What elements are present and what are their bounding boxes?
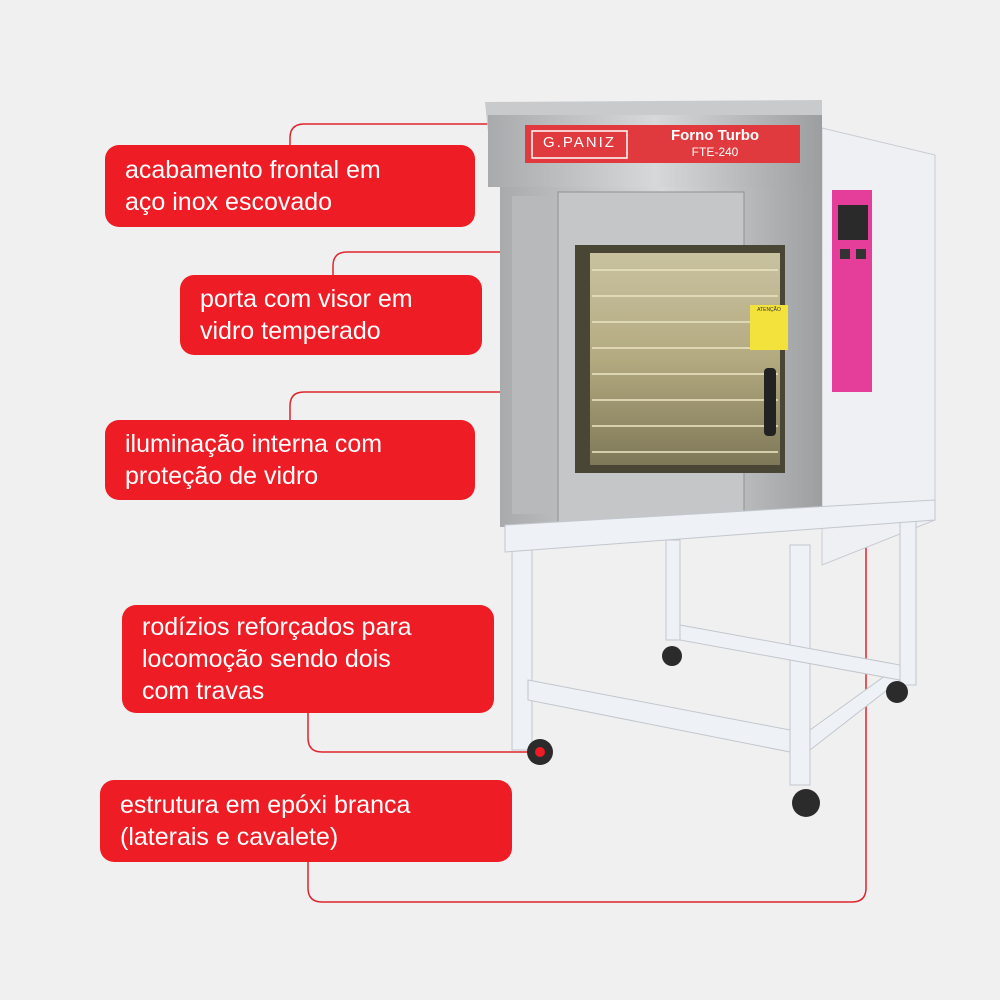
brand-logo: G.PANIZ (543, 134, 616, 151)
leader-line-1 (289, 123, 500, 145)
callout-line: estrutura em epóxi branca (120, 791, 411, 819)
stand-leg-back-right (899, 519, 917, 686)
door-handle (764, 368, 776, 436)
leader-line-2 (332, 251, 592, 275)
product-name: Forno Turbo (670, 127, 760, 144)
callout-door-glass: porta com visor em vidro temperado (180, 275, 482, 355)
callout-front-finish: acabamento frontal em aço inox escovado (105, 145, 475, 227)
warning-label (750, 305, 788, 350)
callout-line: acabamento frontal em (125, 156, 381, 184)
callout-line: porta com visor em (200, 285, 413, 313)
product-model: FTE-240 (691, 145, 739, 159)
callout-line: vidro temperado (200, 317, 381, 345)
callout-epoxy-structure: estrutura em epóxi branca (laterais e ca… (100, 780, 512, 862)
warning-text: ATENÇÃO (757, 307, 781, 313)
callout-line: rodízios reforçados para (142, 613, 412, 641)
callout-internal-lighting: iluminação interna com proteção de vidro (105, 420, 475, 500)
callout-line: com travas (142, 677, 265, 705)
leader-line-5 (307, 510, 867, 903)
leader-line-4 (307, 713, 540, 753)
stand-leg-front-left (511, 544, 533, 751)
callout-casters: rodízios reforçados para locomoção sendo… (122, 605, 494, 713)
callout-line: iluminação interna com (125, 430, 383, 458)
leader-line-3 (289, 391, 592, 420)
callout-line: locomoção sendo dois (142, 645, 391, 673)
callout-line: (laterais e cavalete) (120, 823, 339, 851)
callout-line: aço inox escovado (125, 188, 333, 216)
stand-leg-front-right (789, 544, 811, 786)
caster-back-right (886, 681, 908, 703)
caster-back-left (662, 646, 682, 666)
caster-front-right (792, 789, 820, 817)
callout-line: proteção de vidro (125, 462, 319, 490)
